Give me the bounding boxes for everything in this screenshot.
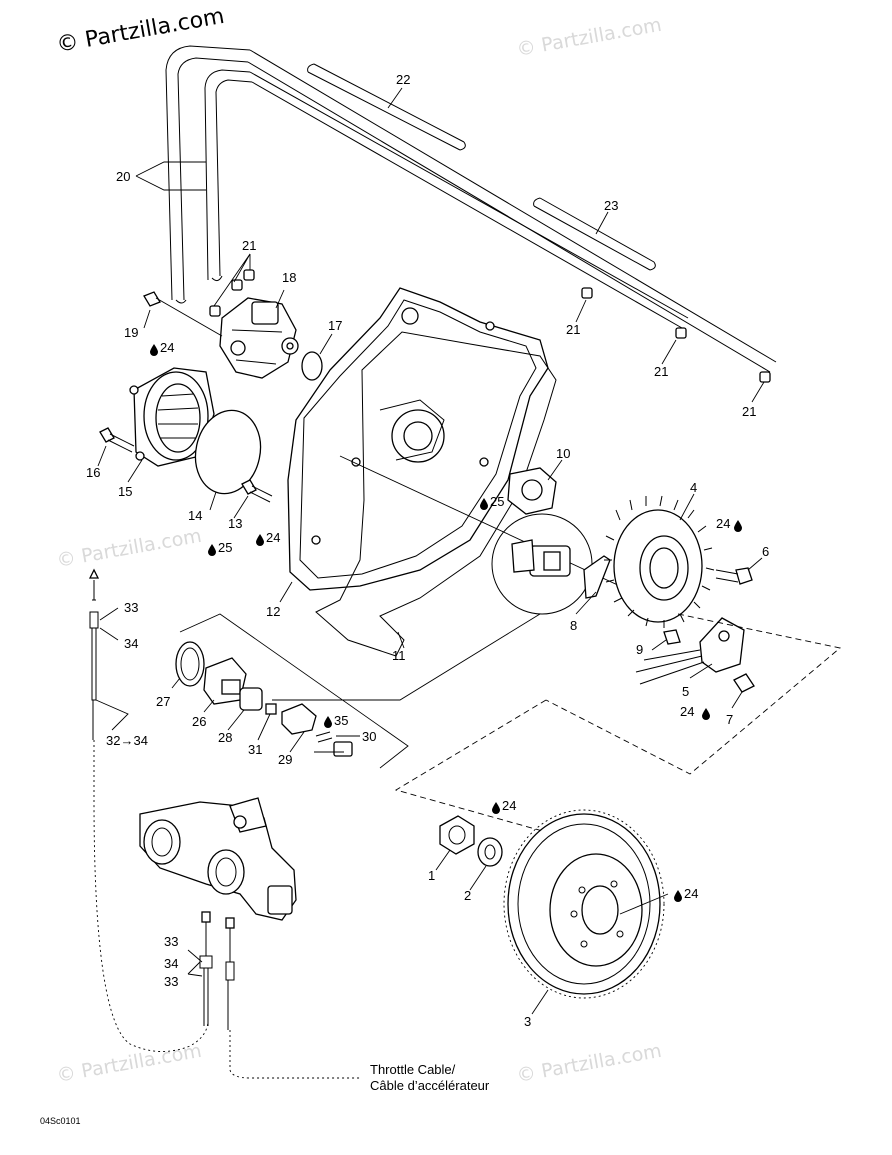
watermark-bottom-left: © Partzilla.com	[55, 1040, 203, 1087]
callout-26: 26	[192, 714, 206, 729]
part-23-hose	[533, 197, 656, 271]
callout-7: 7	[726, 712, 733, 727]
callout-15: 15	[118, 484, 132, 499]
assembly-dash-lower	[394, 699, 547, 833]
part-19-bolt	[143, 291, 223, 337]
cable-lower	[199, 911, 362, 1079]
callout-33-top: 33	[124, 600, 138, 615]
callout-21-top: 21	[242, 238, 256, 253]
diagram-code: 04Sc0101	[40, 1116, 81, 1126]
part-5-sensor	[635, 617, 745, 685]
throttle-cable-label-fr: Câble d’accélérateur	[370, 1078, 490, 1093]
part-15-housing	[129, 367, 215, 467]
callout-1: 1	[428, 868, 435, 883]
part-22-hose	[307, 63, 466, 151]
assembly-dash-right	[545, 613, 841, 775]
callout-8: 8	[570, 618, 577, 633]
callout-2: 2	[464, 888, 471, 903]
part-8-plate	[583, 555, 611, 599]
callout-lub-35: 35	[334, 713, 348, 728]
callout-14: 14	[188, 508, 202, 523]
part-16-bolt	[99, 427, 135, 453]
part-9-screw	[663, 629, 681, 645]
leader-lines	[95, 87, 765, 1015]
callout-6: 6	[762, 544, 769, 559]
callout-18: 18	[282, 270, 296, 285]
callout-21-c: 21	[742, 404, 756, 419]
throttle-body	[139, 797, 297, 921]
part-20-tubes	[165, 45, 777, 373]
callout-32-34: 32→34	[106, 733, 148, 748]
watermark-top-right: © Partzilla.com	[515, 14, 663, 61]
callout-31: 31	[248, 742, 262, 757]
callout-28: 28	[218, 730, 232, 745]
callout-10: 10	[556, 446, 570, 461]
callout-lub-24-b: 24	[266, 530, 280, 545]
part-11-cover-gasket	[315, 331, 557, 657]
callout-17: 17	[328, 318, 342, 333]
part-13-bolt	[241, 479, 273, 503]
callout-30: 30	[362, 729, 376, 744]
watermark-main: © Partzilla.com	[55, 4, 227, 58]
part-2-washer	[477, 837, 503, 867]
callout-lub-24-d: 24	[680, 704, 694, 719]
callout-21-b: 21	[654, 364, 668, 379]
part-6-bolt	[715, 567, 753, 585]
callout-21-a: 21	[566, 322, 580, 337]
callout-12: 12	[266, 604, 280, 619]
part-27-seal	[175, 641, 205, 687]
callout-4: 4	[690, 480, 697, 495]
callout-lub-24-f: 24	[684, 886, 698, 901]
part-21-clamps	[209, 269, 771, 383]
part-29-connector	[281, 703, 317, 735]
watermark-bottom-right: © Partzilla.com	[515, 1040, 663, 1087]
callout-33-low: 33	[164, 974, 178, 989]
part-12-magneto-cover	[287, 287, 549, 591]
callout-29: 29	[278, 752, 292, 767]
callout-lub-25-b: 25	[490, 494, 504, 509]
part-1-nut	[439, 815, 475, 855]
part-28-seal	[239, 687, 263, 711]
part-10-coupling	[507, 467, 557, 515]
callout-22: 22	[396, 72, 410, 87]
callout-34-top: 34	[124, 636, 138, 651]
callout-3: 3	[524, 1014, 531, 1029]
throttle-cable-label-en: Throttle Cable/	[370, 1062, 456, 1077]
callout-9: 9	[636, 642, 643, 657]
callout-lub-24-e: 24	[502, 798, 516, 813]
callout-27: 27	[156, 694, 170, 709]
callout-20: 20	[116, 169, 130, 184]
part-14-gasket	[194, 409, 262, 495]
callout-lub-24-c: 24	[716, 516, 730, 531]
callout-34-mid: 34	[164, 956, 178, 971]
callout-19: 19	[124, 325, 138, 340]
callout-lub-24-a: 24	[160, 340, 174, 355]
callout-33-mid: 33	[164, 934, 178, 949]
lubricant-drop-icons	[150, 344, 742, 902]
callout-11: 11	[392, 648, 406, 663]
part-3-flywheel	[503, 809, 665, 999]
cable-upper-left	[88, 568, 209, 1052]
watermark-mid-left: © Partzilla.com	[55, 525, 203, 572]
part-17-o-ring	[301, 351, 323, 381]
part-7-screw	[733, 673, 755, 693]
part-31-terminal	[265, 703, 277, 715]
callout-5: 5	[682, 684, 689, 699]
connector-kit	[175, 613, 409, 769]
part-18-oil-pump	[219, 297, 299, 379]
callout-23: 23	[604, 198, 618, 213]
callout-13: 13	[228, 516, 242, 531]
callout-16: 16	[86, 465, 100, 480]
callout-lub-25-a: 25	[218, 540, 232, 555]
part-4-stator	[604, 495, 715, 628]
